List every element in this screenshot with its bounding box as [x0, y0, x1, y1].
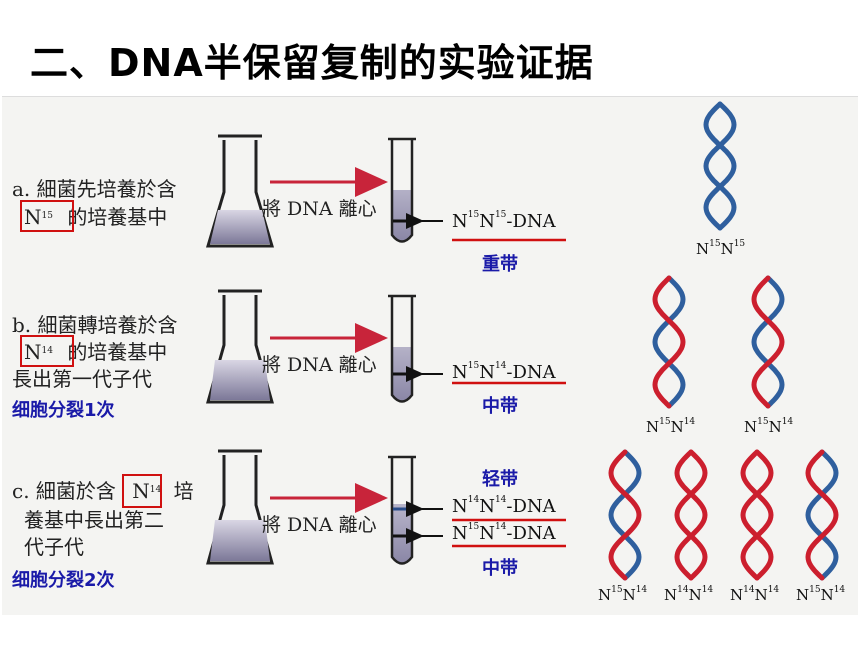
flask-c	[206, 449, 274, 565]
dna-helix-gen2-4-strand-1	[805, 449, 839, 581]
row-b-line3: 長出第一代子代	[12, 367, 152, 391]
band-label-c1: N14N14-DNA	[452, 495, 556, 517]
dna-helix-gen2-1-strand-1	[608, 449, 642, 581]
flask-b	[206, 289, 274, 404]
row-c-line3: 代子代	[24, 535, 84, 559]
centrifuge-label-a: 將 DNA 離心	[262, 198, 377, 220]
highlight-box-c	[122, 474, 162, 508]
row-b-line2: N14 的培養基中	[24, 340, 168, 364]
dna-helix-gen2-2-strand-1	[674, 449, 708, 581]
dna-helix-gen2-3-strand-2	[740, 449, 774, 581]
dna-helix-gen1-2	[751, 275, 785, 409]
dna-helix-gen2-4-strand-2	[805, 449, 839, 581]
light-band-name: 轻带	[482, 469, 518, 490]
dna-helix-gen0	[703, 101, 737, 231]
row-b-line1: b. 細菌轉培養於含	[12, 313, 178, 337]
page-title: 二、DNA半保留复制的实验证据	[30, 41, 594, 85]
band-label-a: N15N15-DNA	[452, 210, 556, 232]
n15-box-text: N15	[24, 205, 53, 229]
dna-label-gen1-1: N15N14	[646, 417, 696, 436]
dna-label-gen2-4: N15N14	[796, 585, 846, 604]
middle-band-name-c: 中带	[482, 558, 518, 579]
tube-c	[388, 455, 416, 565]
heavy-band-name: 重带	[482, 254, 518, 275]
dna-helix-gen2-1	[608, 449, 642, 581]
dna-helix-gen2-3-strand-1	[740, 449, 774, 581]
flask-a	[205, 134, 275, 248]
row-b-division-note: 细胞分裂1次	[12, 400, 115, 421]
dna-helix-gen1-1	[652, 275, 686, 409]
dna-label-gen2-3: N14N14	[730, 585, 780, 604]
row-a-line1: a. 細菌先培養於含	[12, 177, 177, 201]
centrifuge-label-b: 將 DNA 離心	[262, 354, 377, 376]
dna-label-gen0: N15N15	[696, 239, 746, 258]
dna-helix-gen0-strand-1	[703, 101, 737, 231]
dna-label-gen2-1: N15N14	[598, 585, 648, 604]
middle-band-name-b: 中带	[482, 396, 518, 417]
dna-helix-gen1-2-strand-2	[751, 275, 785, 409]
dna-helix-gen1-1-strand-1	[652, 275, 686, 409]
tube-a	[388, 137, 416, 243]
centrifuge-label-c: 將 DNA 離心	[262, 514, 377, 536]
highlight-box-a	[20, 200, 74, 232]
dna-helix-gen2-2-strand-2	[674, 449, 708, 581]
highlight-box-b	[20, 335, 74, 367]
row-a-line2: N15 的培養基中	[24, 205, 168, 229]
band-label-b: N15N14-DNA	[452, 361, 556, 383]
dna-helix-gen2-3	[740, 449, 774, 581]
dna-helix-gen2-1-strand-2	[608, 449, 642, 581]
dna-helix-gen2-4	[805, 449, 839, 581]
tube-b	[388, 294, 416, 403]
row-c-division-note: 细胞分裂2次	[12, 570, 115, 591]
dna-helix-gen1-1-strand-2	[652, 275, 686, 409]
dna-helix-gen1-2-strand-1	[751, 275, 785, 409]
band-label-c2: N15N14-DNA	[452, 522, 556, 544]
dna-label-gen2-2: N14N14	[664, 585, 714, 604]
dna-helix-gen0-strand-2	[703, 101, 737, 231]
row-c-line2: 養基中長出第二	[24, 508, 164, 532]
dna-helix-gen2-2	[674, 449, 708, 581]
row-c-line1: c. 細菌於含 N14 培	[12, 479, 194, 503]
dna-label-gen1-2: N15N14	[744, 417, 794, 436]
